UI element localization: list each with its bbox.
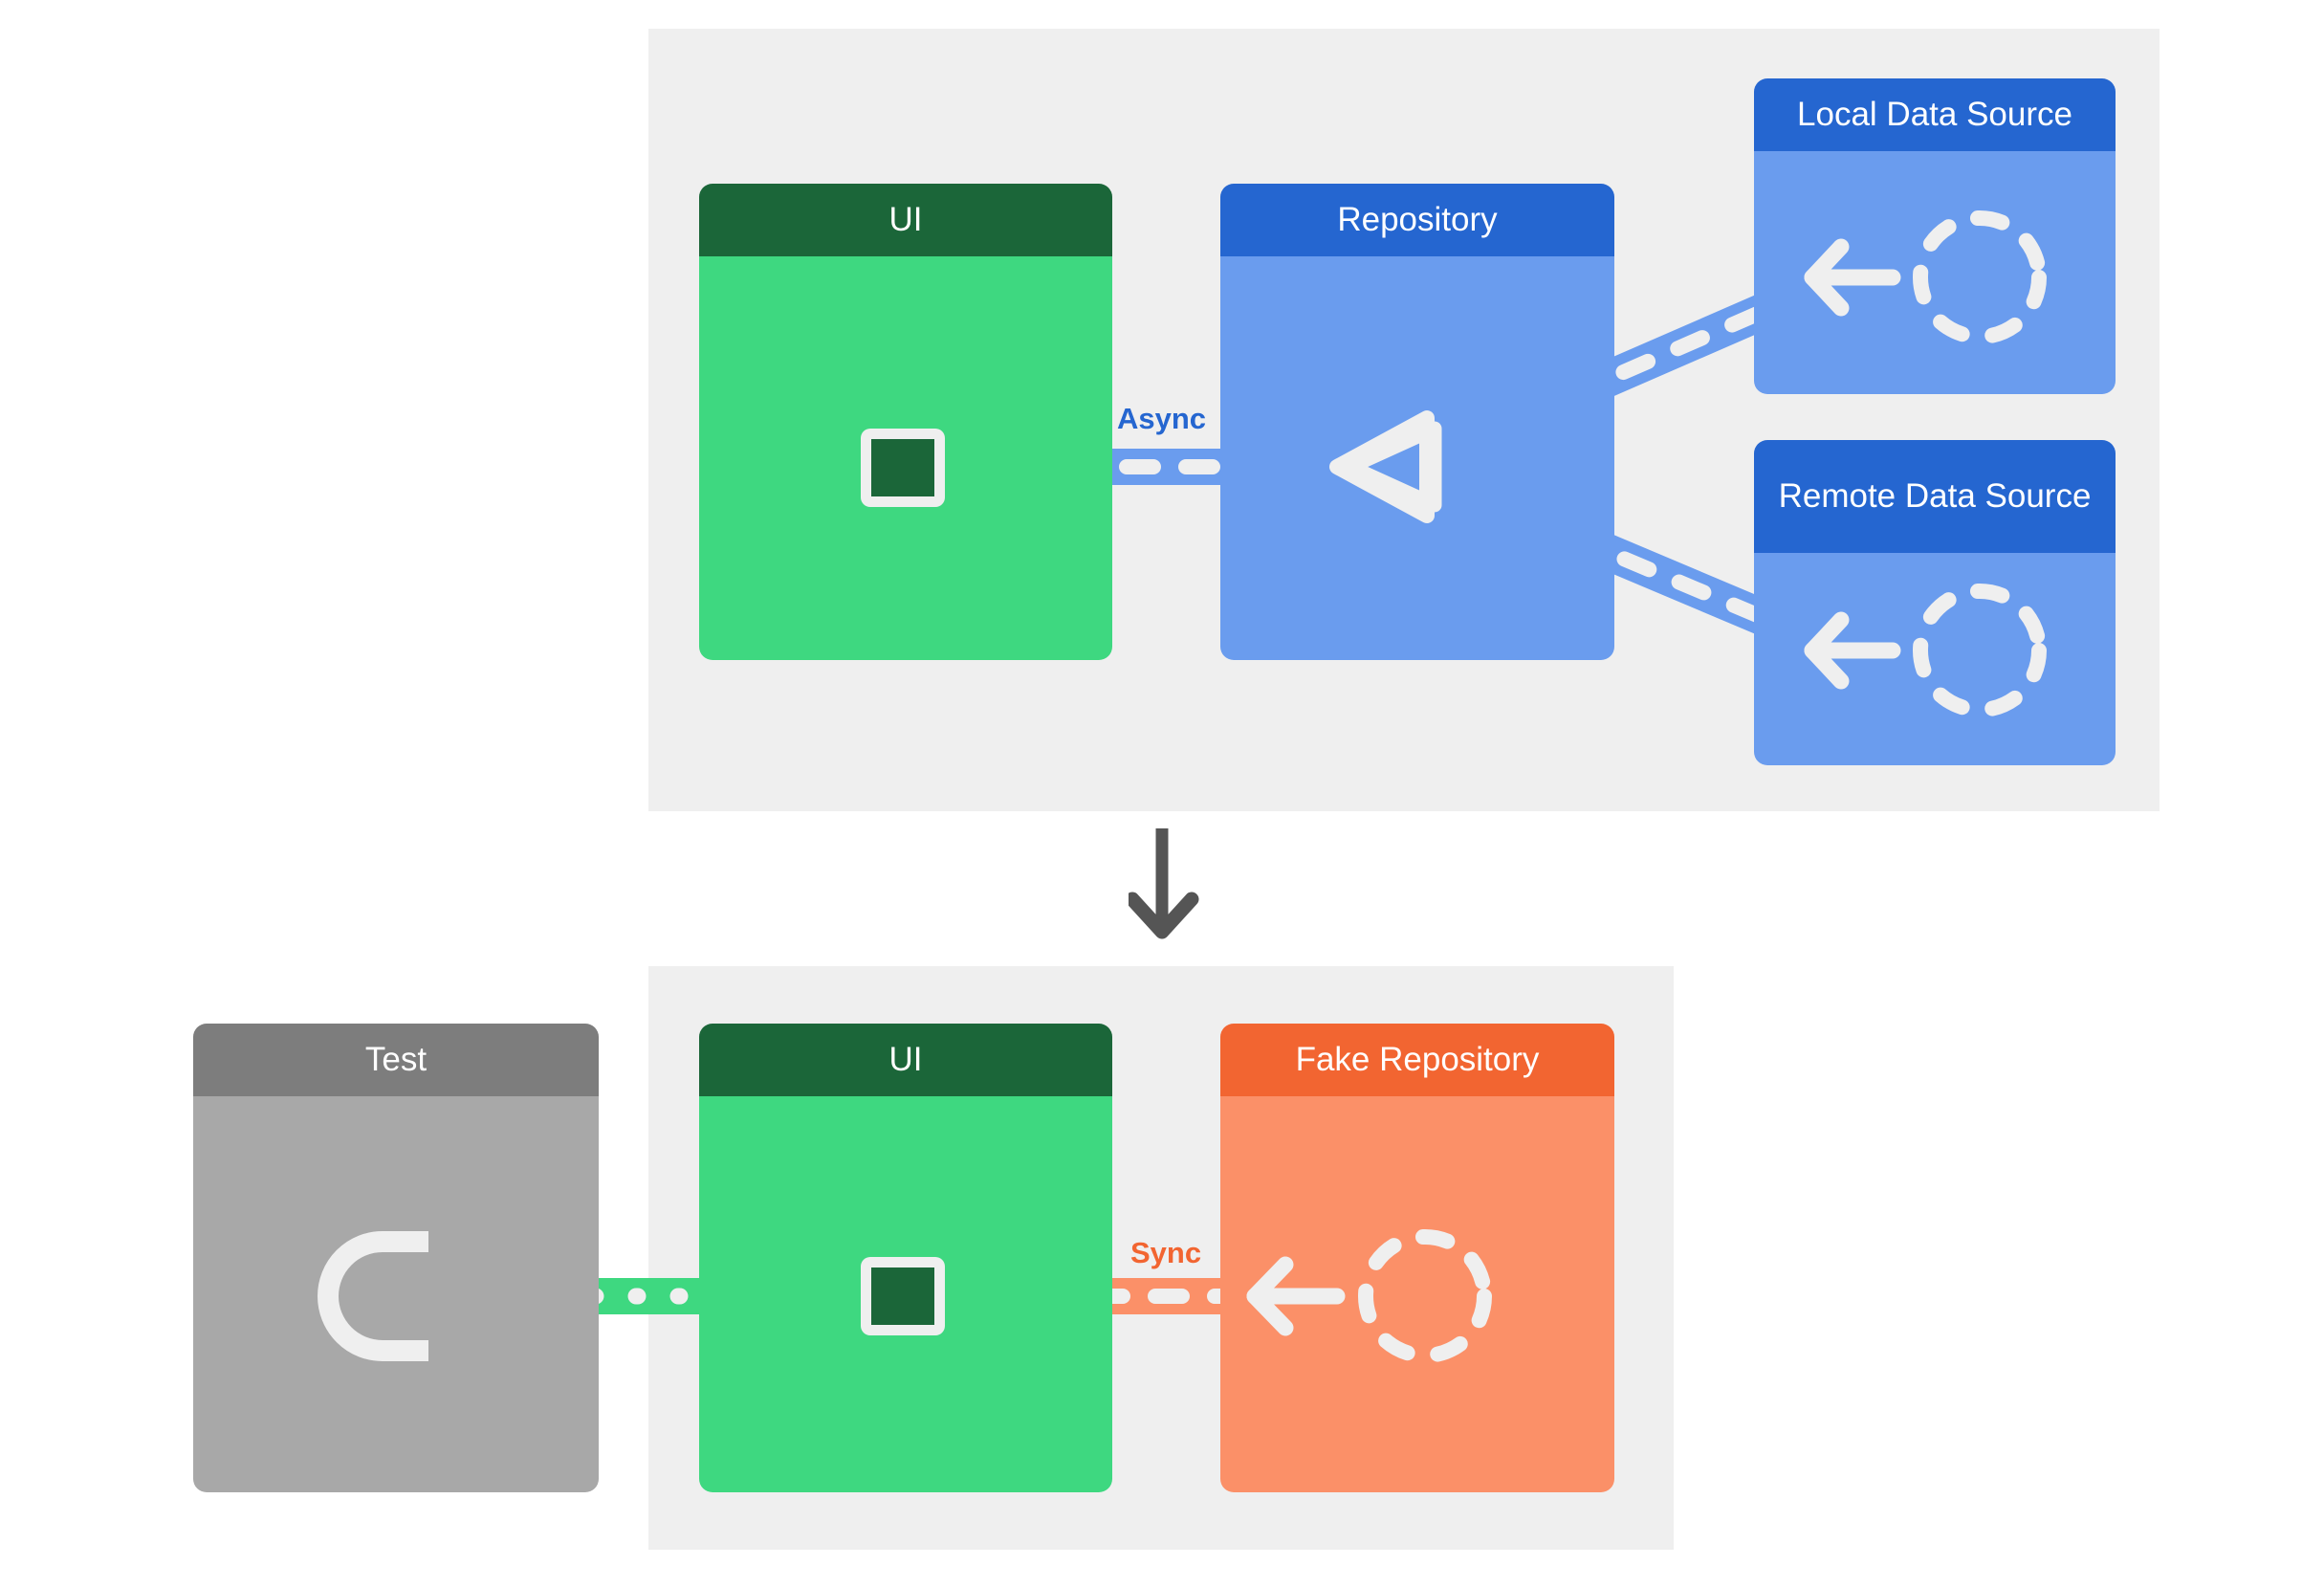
card-fake-repository-title: Fake Repository: [1220, 1024, 1614, 1096]
transition-arrow: [1129, 828, 1199, 939]
edge-label-sync: Sync: [1130, 1236, 1202, 1269]
card-local-data-source-title: Local Data Source: [1754, 78, 2116, 151]
card-local-data-source[interactable]: Local Data Source: [1754, 78, 2116, 394]
card-remote-data-source-body: [1754, 553, 2116, 765]
card-ui-test-title: UI: [699, 1024, 1112, 1096]
card-repository-title: Repository: [1220, 184, 1614, 256]
ui-provided-interface-ball-production: [861, 429, 945, 507]
card-ui-production[interactable]: UI: [699, 184, 1112, 660]
card-fake-repository-body: [1220, 1096, 1614, 1492]
card-remote-data-source[interactable]: Remote Data Source: [1754, 440, 2116, 765]
card-test[interactable]: Test: [193, 1024, 599, 1492]
arrow-down-icon: [1129, 828, 1199, 939]
edge-label-async: Async: [1117, 402, 1207, 435]
card-test-body: [193, 1096, 599, 1492]
card-repository[interactable]: Repository: [1220, 184, 1614, 660]
card-repository-body: [1220, 256, 1614, 660]
card-fake-repository[interactable]: Fake Repository: [1220, 1024, 1614, 1492]
card-ui-test[interactable]: UI: [699, 1024, 1112, 1492]
card-remote-data-source-title: Remote Data Source: [1754, 440, 2116, 553]
ui-provided-interface-ball-test: [861, 1257, 945, 1335]
card-local-data-source-body: [1754, 151, 2116, 394]
card-test-title: Test: [193, 1024, 599, 1096]
card-ui-production-title: UI: [699, 184, 1112, 256]
